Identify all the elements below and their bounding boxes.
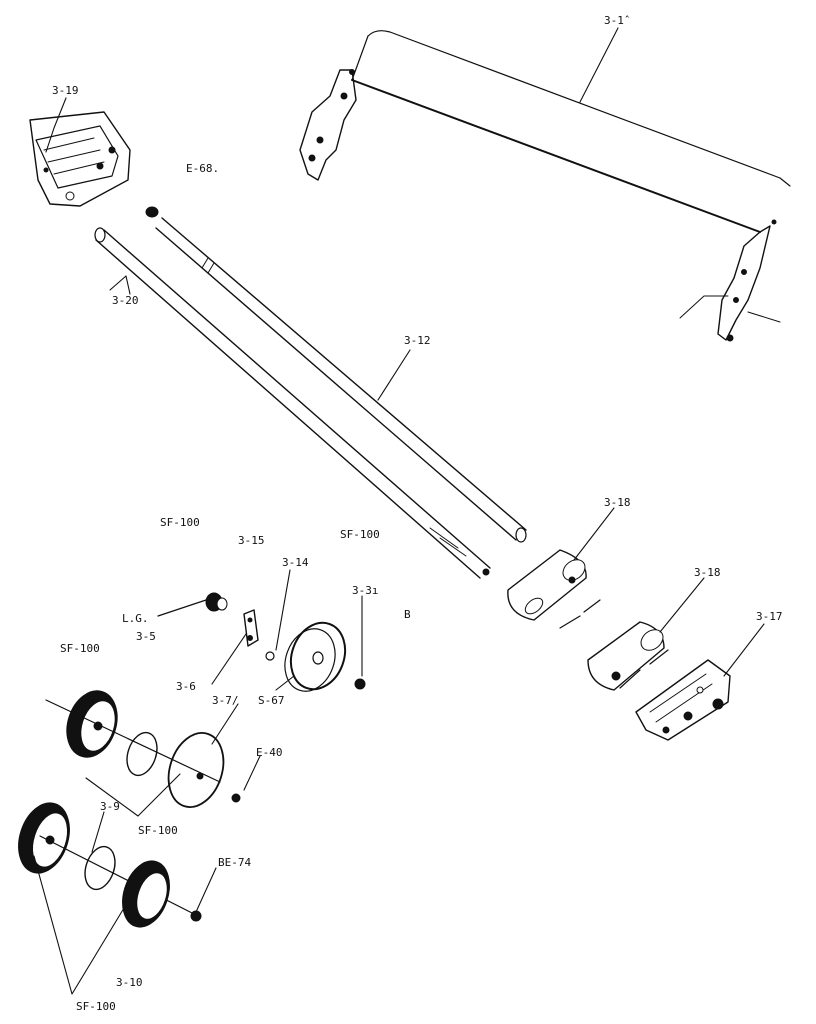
- part-3-10-wheel-set: [18, 802, 202, 928]
- label-3-18-lower: 3-18: [694, 566, 721, 579]
- part-3-20-shaft: [94, 227, 491, 579]
- label-sf-100-a: SF-100: [160, 516, 200, 529]
- label-sf-100-c: SF-100: [60, 642, 100, 655]
- part-3-31-nut: [354, 678, 366, 690]
- part-3-6-link: [243, 609, 259, 647]
- part-3-13-frame: [299, 30, 791, 342]
- label-3-10: 3-10: [116, 976, 143, 989]
- leader-lines: [33, 27, 765, 995]
- label-be-74: BE-74: [218, 856, 251, 869]
- part-3-18-bushing-upper: [507, 549, 587, 621]
- part-3-19-bracket: [29, 111, 131, 207]
- part-3-15-gear: [284, 621, 347, 692]
- label-b: B: [404, 608, 411, 621]
- label-e-40: E-40: [256, 746, 283, 759]
- part-3-12-shaft: [155, 217, 527, 543]
- label-sf-100-d: SF-100: [138, 824, 178, 837]
- label-s-67: S-67: [258, 694, 285, 707]
- label-3-13: 3-1̂: [604, 14, 630, 27]
- label-3-9: 3-9: [100, 800, 120, 813]
- label-3-14: 3-14: [282, 556, 309, 569]
- part-labels: 3-1̂ 3-19 E-68. 3-20 3-12 3-18 3-18 3-17…: [52, 14, 783, 1013]
- label-3-6: 3-6: [176, 680, 196, 693]
- label-3-5: 3-5: [136, 630, 156, 643]
- label-e-68: E-68.: [186, 162, 219, 175]
- part-3-17-bracket: [635, 659, 731, 741]
- part-3-18-bushing-lower: [559, 599, 669, 691]
- label-3-15: 3-15: [238, 534, 265, 547]
- label-3-18-upper: 3-18: [604, 496, 631, 509]
- label-3-20: 3-20: [112, 294, 139, 307]
- label-3-31: 3-3ı: [352, 584, 379, 597]
- part-3-7-wheel-set: [45, 690, 241, 808]
- label-3-19: 3-19: [52, 84, 79, 97]
- label-3-12: 3-12: [404, 334, 431, 347]
- label-sf-100-b: SF-100: [340, 528, 380, 541]
- label-lg: L.G.: [122, 612, 149, 625]
- label-sf-100-e: SF-100: [76, 1000, 116, 1013]
- part-e-68-collar: [145, 206, 159, 218]
- label-3-17: 3-17: [756, 610, 783, 623]
- label-3-7: 3-7/: [212, 694, 239, 707]
- part-3-14-pin: [265, 651, 275, 661]
- part-3-5-knob: [157, 592, 228, 617]
